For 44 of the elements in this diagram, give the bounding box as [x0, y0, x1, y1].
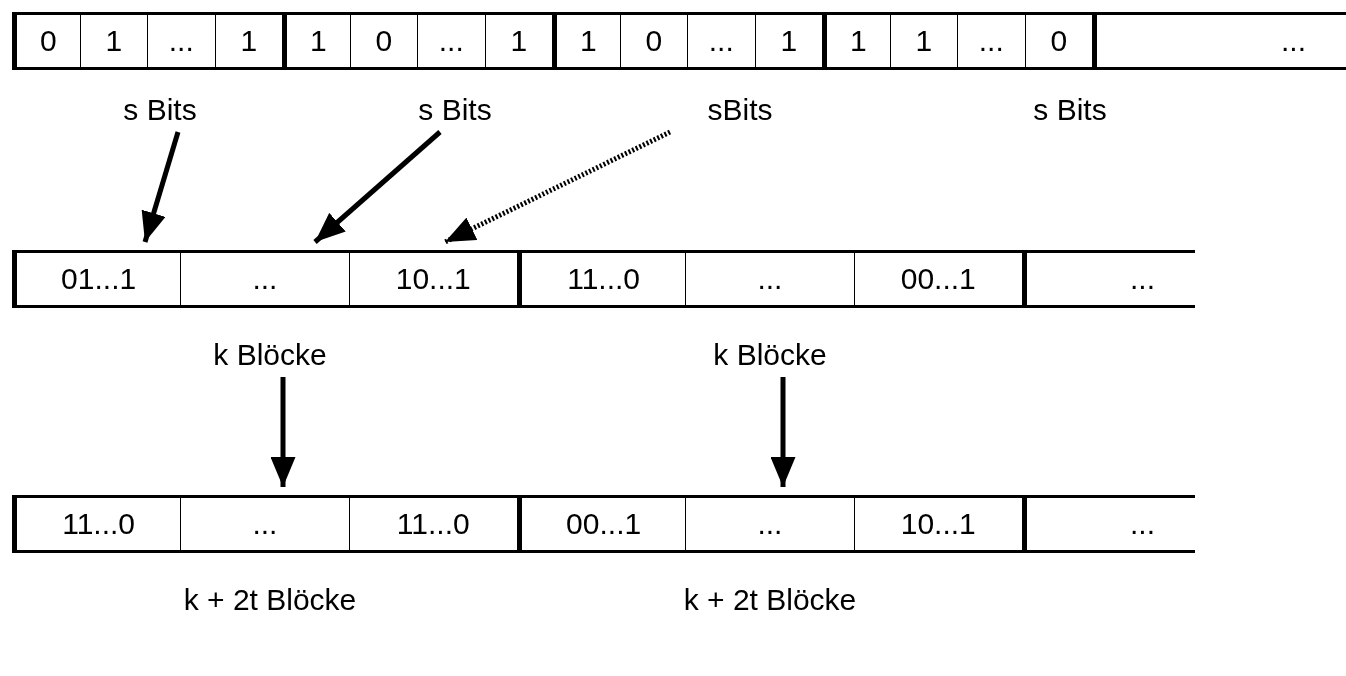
bit-cell: ... [1092, 12, 1346, 70]
arrow [770, 377, 796, 487]
arrow [270, 377, 296, 487]
group-label: s Bits [1033, 92, 1107, 128]
group-label: s Bits [123, 92, 197, 128]
group-label: k + 2t Blöcke [183, 582, 357, 618]
bit-cell: ... [685, 250, 854, 308]
bit-cell: 1 [754, 12, 822, 70]
bit-cell: 10...1 [348, 250, 517, 308]
arrow [141, 131, 181, 243]
group-label: s Bits [418, 92, 492, 128]
bit-cell: ... [957, 12, 1025, 70]
bit-cell: ... [687, 12, 755, 70]
group-label: sBits [707, 92, 773, 128]
bit-cell: ... [147, 12, 215, 70]
bit-cell: 0 [349, 12, 417, 70]
bit-cell: 1 [484, 12, 552, 70]
arrow [313, 130, 442, 244]
bit-cell: 11...0 [348, 495, 517, 553]
bit-cell: 11...0 [12, 495, 181, 553]
bit-cell: 1 [282, 12, 350, 70]
group-label: k + 2t Blöcke [683, 582, 857, 618]
bit-cell: ... [1022, 495, 1195, 553]
bit-cell: 1 [822, 12, 890, 70]
bit-cell: ... [1022, 250, 1195, 308]
bit-cell: 0 [619, 12, 687, 70]
bit-cell: 10...1 [853, 495, 1022, 553]
bit-cell: ... [685, 495, 854, 553]
bit-cell: 01...1 [12, 250, 181, 308]
group-label: k Blöcke [713, 337, 827, 373]
bit-cell: ... [417, 12, 485, 70]
bit-cell: 1 [214, 12, 282, 70]
bit-cell: ... [180, 250, 349, 308]
arrow [443, 129, 672, 245]
bit-cell: 1 [79, 12, 147, 70]
bit-cell: ... [180, 495, 349, 553]
bit-cell: 1 [552, 12, 620, 70]
bit-cell: 00...1 [517, 495, 686, 553]
bit-cell: 1 [889, 12, 957, 70]
bit-cell: 0 [12, 12, 80, 70]
bit-cell: 00...1 [853, 250, 1022, 308]
bit-cell: 11...0 [517, 250, 686, 308]
group-label: k Blöcke [213, 337, 327, 373]
bit-cell: 0 [1024, 12, 1092, 70]
